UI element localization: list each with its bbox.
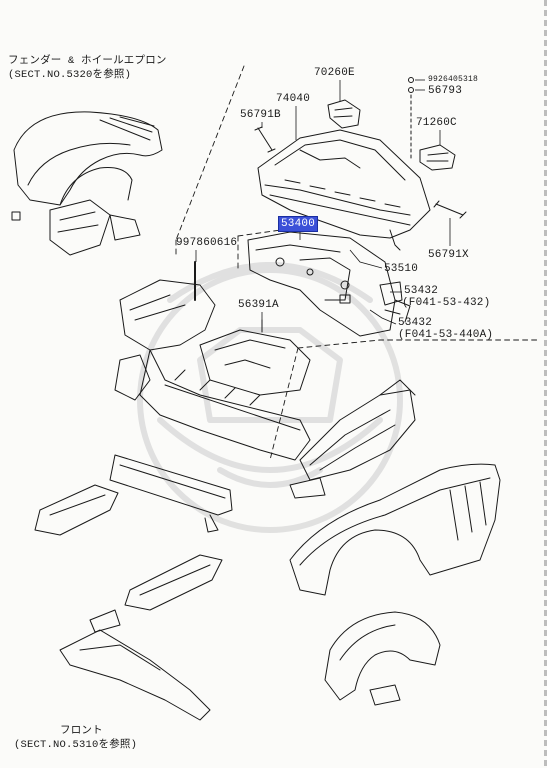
- highlighted-part-number[interactable]: 53400: [278, 216, 319, 232]
- fender-reference-title: フェンダー & ホイールエプロン: [8, 55, 167, 67]
- fender-reference-section: (SECT.NO.5320を参照): [8, 69, 132, 81]
- dash-panel: [247, 231, 411, 337]
- front-body-structure: [114, 261, 311, 461]
- right-front-fender: [289, 463, 501, 596]
- part-label-71260c[interactable]: 71260C: [416, 117, 457, 129]
- part-label-53400[interactable]: 53400: [278, 216, 319, 232]
- inner-fender-liner: [324, 611, 441, 706]
- fender-wheel-apron-group: [11, 111, 163, 256]
- watermark-emblem: [137, 262, 403, 533]
- part-label-53432-upper[interactable]: 53432: [404, 285, 439, 297]
- dashed-guide-lines: [175, 65, 541, 461]
- part-label-56793[interactable]: 56793: [428, 85, 463, 97]
- part-ref-53432-lower[interactable]: (F041-53-440A): [398, 329, 494, 341]
- part-label-53432-lower[interactable]: 53432: [398, 317, 433, 329]
- part-label-997860616[interactable]: 997860616: [176, 237, 238, 249]
- front-reference-title: フロント: [60, 725, 103, 737]
- side-members: [34, 484, 223, 721]
- part-label-56791b[interactable]: 56791B: [240, 109, 281, 121]
- part-label-74040[interactable]: 74040: [276, 93, 311, 105]
- upper-cross-member: [109, 454, 233, 533]
- part-label-70260e[interactable]: 70260E: [314, 67, 355, 79]
- right-wheel-apron: [289, 379, 416, 499]
- cowl-top-panel: [257, 129, 431, 251]
- part-label-56391a[interactable]: 56391A: [238, 299, 279, 311]
- part-ref-53432-upper[interactable]: (F041-53-432): [402, 297, 491, 309]
- part-label-53510[interactable]: 53510: [384, 263, 419, 275]
- front-reference-section: (SECT.NO.5310を参照): [14, 739, 138, 751]
- part-label-9926405318[interactable]: 9926405318: [428, 75, 479, 84]
- part-label-56791x[interactable]: 56791X: [428, 249, 469, 261]
- right-binding-edge: [544, 0, 547, 768]
